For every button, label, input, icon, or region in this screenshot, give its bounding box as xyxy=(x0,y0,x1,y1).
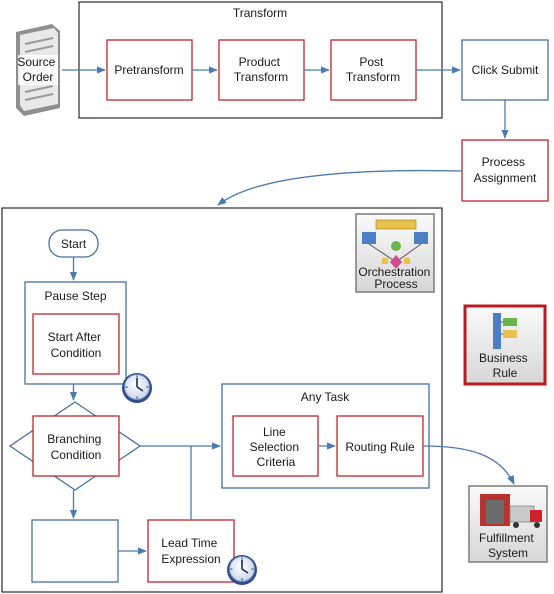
process-assignment-box xyxy=(461,139,549,202)
product-transform-label: Product Transform xyxy=(234,55,288,84)
fulfillment-truck-icon xyxy=(468,485,548,563)
fulfillment-system-label: Fulfillment System xyxy=(479,531,537,560)
post-transform-label: Post Transform xyxy=(346,55,400,84)
orchestration-process-label: Orchestration Process xyxy=(358,265,433,291)
transform-title: Transform xyxy=(233,6,287,20)
lead-time-expression-box xyxy=(147,519,235,583)
pretransform-box xyxy=(106,39,193,101)
business-rule-icon xyxy=(463,304,547,386)
any-task-title: Any Task xyxy=(301,390,350,404)
click-submit-label: Click Submit xyxy=(472,63,539,77)
pause-step-title: Pause Step xyxy=(44,289,106,303)
orchestration-process-icon xyxy=(355,213,435,293)
start-after-condition-box xyxy=(32,313,120,375)
clock-icon xyxy=(226,554,258,586)
branching-condition-label: Branching Condition xyxy=(47,432,104,462)
routing-rule-label: Routing Rule xyxy=(345,440,415,454)
start-after-condition-label: Start After Condition xyxy=(48,330,105,360)
post-transform-box xyxy=(330,39,417,101)
document-icon xyxy=(16,24,60,116)
arrow-routing-to-fulfillment xyxy=(422,445,515,485)
product-transform-box xyxy=(218,39,305,101)
line-selection-criteria-box xyxy=(232,415,319,477)
pretransform-label: Pretransform xyxy=(114,63,183,77)
business-rule-label: Business Rule xyxy=(479,351,531,380)
process-assignment-label: Process Assignment xyxy=(474,155,537,185)
branching-condition-box xyxy=(32,415,120,477)
empty-step-box xyxy=(31,519,119,583)
lead-time-expression-label: Lead Time Expression xyxy=(161,536,220,566)
start-label: Start xyxy=(61,237,87,251)
line-selection-criteria-label: Line Selection Criteria xyxy=(250,425,303,469)
clock-icon xyxy=(121,372,153,404)
arrow-assignment-to-orchestration xyxy=(217,169,463,206)
click-submit-box xyxy=(461,39,549,101)
routing-rule-box xyxy=(336,415,424,477)
source-order-label: Source Order xyxy=(17,55,58,84)
